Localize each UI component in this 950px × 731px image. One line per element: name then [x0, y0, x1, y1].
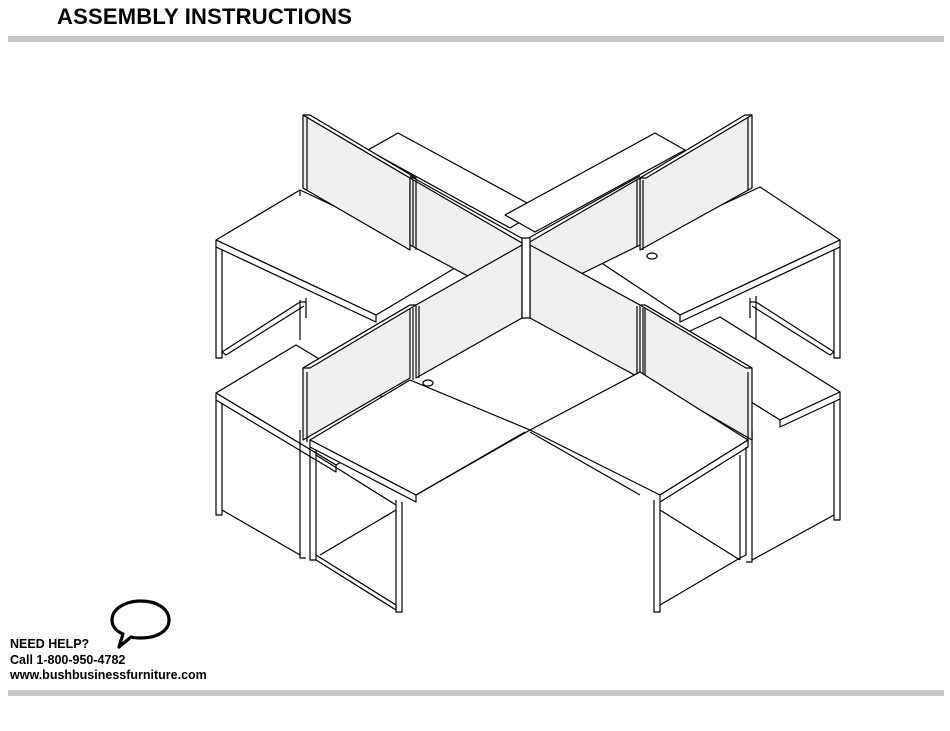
help-website[interactable]: www.bushbusinessfurniture.com [10, 668, 207, 684]
footer-divider [8, 690, 944, 696]
help-contact: NEED HELP? Call 1-800-950-4782 www.bushb… [10, 637, 207, 684]
desk-front-center [310, 372, 748, 612]
help-heading: NEED HELP? [10, 637, 207, 653]
help-phone: Call 1-800-950-4782 [10, 653, 207, 669]
